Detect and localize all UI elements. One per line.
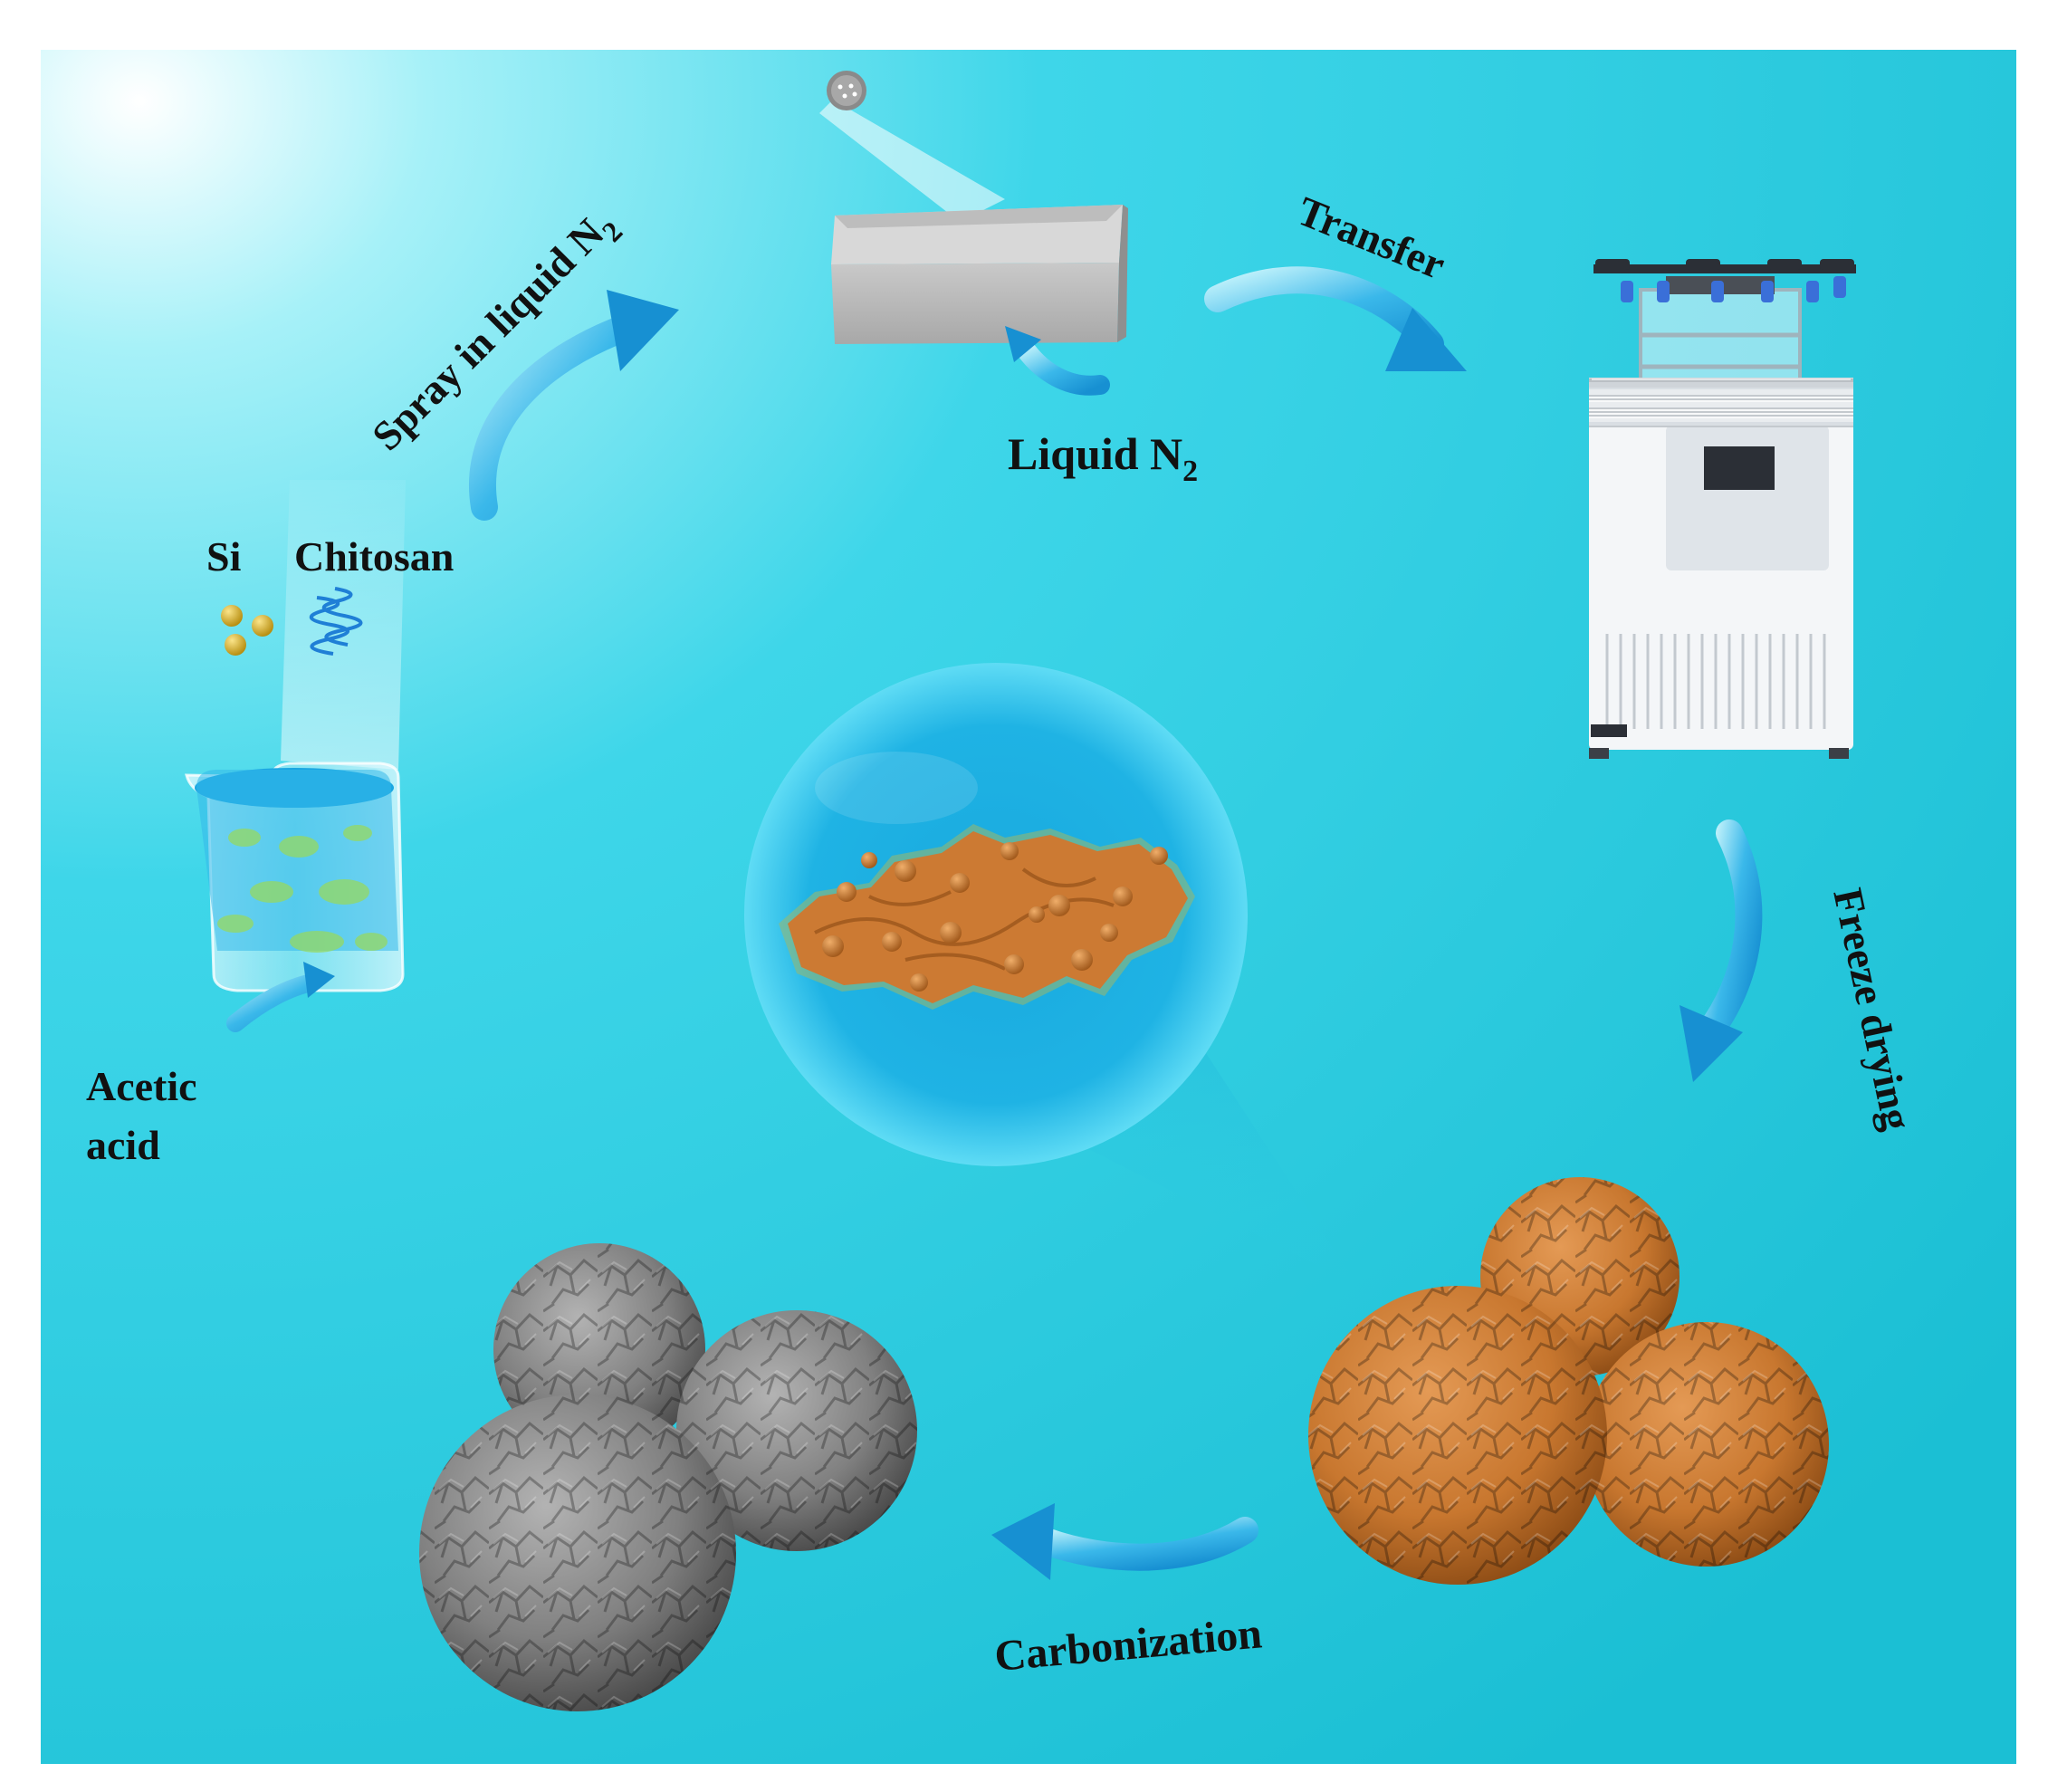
label-acetic-line2: acid bbox=[86, 1122, 160, 1168]
beaker-icon bbox=[185, 480, 406, 992]
arrow-freeze-drying bbox=[1680, 819, 1763, 1082]
label-liquid-n2: Liquid N2 bbox=[1008, 428, 1198, 488]
label-acetic-line1: Acetic bbox=[86, 1063, 197, 1109]
spray-nozzle-icon bbox=[819, 71, 1005, 222]
label-si: Si bbox=[206, 533, 242, 580]
magnified-sheet-icon bbox=[744, 663, 1248, 1166]
liquid-nitrogen-tray-icon bbox=[831, 205, 1128, 344]
arrow-spray bbox=[469, 290, 679, 521]
arrow-transfer bbox=[1204, 266, 1467, 371]
si-particles-icon bbox=[221, 605, 273, 656]
label-chitosan: Chitosan bbox=[294, 533, 454, 580]
process-arrows bbox=[226, 266, 1763, 1580]
arrow-liquid-n2 bbox=[1005, 326, 1110, 396]
arrow-acetic-acid bbox=[226, 962, 335, 1032]
freeze-dryer-icon bbox=[1589, 259, 1856, 759]
chitosan-helix-icon bbox=[310, 587, 363, 656]
carbonized-microspheres-icon bbox=[419, 1243, 917, 1711]
chitosan-microspheres-icon bbox=[1308, 1177, 1829, 1585]
arrow-carbonization bbox=[991, 1503, 1258, 1580]
